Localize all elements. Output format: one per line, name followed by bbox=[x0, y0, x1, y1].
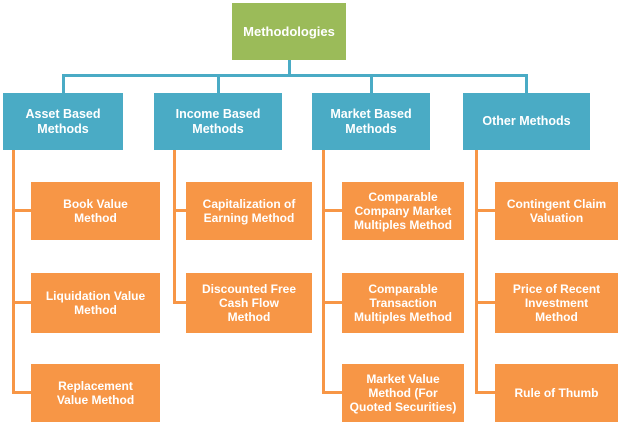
node-label: Discounted Free Cash Flow Method bbox=[201, 282, 297, 324]
connector-other-stub-2 bbox=[475, 301, 495, 304]
node-label: Market Based Methods bbox=[330, 107, 412, 136]
connector-market-stub-2 bbox=[322, 301, 342, 304]
node-replacement-value-method: Replacement Value Method bbox=[31, 364, 160, 422]
connector-asset-stub-1 bbox=[12, 209, 31, 212]
connector-drop-market bbox=[370, 74, 373, 93]
connector-market-stub-3 bbox=[322, 391, 342, 394]
connector-income-stub-2 bbox=[173, 301, 186, 304]
node-price-of-recent-investment-method: Price of Recent Investment Method bbox=[495, 273, 618, 333]
node-market-based-methods: Market Based Methods bbox=[312, 93, 430, 150]
node-income-based-methods: Income Based Methods bbox=[154, 93, 282, 150]
node-label: Liquidation Value Method bbox=[45, 289, 146, 317]
connector-other-spine bbox=[475, 150, 478, 393]
node-market-value-method-quoted-securities: Market Value Method (For Quoted Securiti… bbox=[342, 364, 464, 422]
node-rule-of-thumb: Rule of Thumb bbox=[495, 364, 618, 422]
node-contingent-claim-valuation: Contingent Claim Valuation bbox=[495, 182, 618, 240]
node-label: Market Value Method (For Quoted Securiti… bbox=[349, 372, 457, 414]
node-label: Capitalization of Earning Method bbox=[202, 197, 296, 225]
connector-income-stub-1 bbox=[173, 209, 186, 212]
node-liquidation-value-method: Liquidation Value Method bbox=[31, 273, 160, 333]
node-other-methods: Other Methods bbox=[463, 93, 590, 150]
node-capitalization-of-earning-method: Capitalization of Earning Method bbox=[186, 182, 312, 240]
connector-branch-bus bbox=[62, 74, 528, 77]
node-label: Rule of Thumb bbox=[514, 386, 599, 400]
node-label: Asset Based Methods bbox=[25, 107, 101, 136]
node-label: Methodologies bbox=[243, 24, 335, 39]
connector-drop-asset bbox=[62, 74, 65, 93]
connector-other-stub-3 bbox=[475, 391, 495, 394]
connector-asset-spine bbox=[12, 150, 15, 393]
node-label: Contingent Claim Valuation bbox=[506, 197, 607, 225]
node-label: Income Based Methods bbox=[175, 107, 261, 136]
connector-drop-other bbox=[525, 74, 528, 93]
node-label: Book Value Method bbox=[63, 197, 128, 225]
node-root-methodologies: Methodologies bbox=[232, 3, 346, 60]
connector-asset-stub-2 bbox=[12, 301, 31, 304]
connector-income-spine bbox=[173, 150, 176, 303]
node-asset-based-methods: Asset Based Methods bbox=[3, 93, 123, 150]
connector-other-stub-1 bbox=[475, 209, 495, 212]
node-comparable-transaction-multiples-method: Comparable Transaction Multiples Method bbox=[342, 273, 464, 333]
connector-root-stem bbox=[288, 60, 291, 76]
node-comparable-company-market-multiples-method: Comparable Company Market Multiples Meth… bbox=[342, 182, 464, 240]
connector-asset-stub-3 bbox=[12, 391, 31, 394]
node-label: Comparable Company Market Multiples Meth… bbox=[354, 190, 452, 232]
node-label: Replacement Value Method bbox=[56, 379, 135, 407]
connector-market-spine bbox=[322, 150, 325, 393]
node-label: Other Methods bbox=[482, 114, 571, 129]
node-label: Price of Recent Investment Method bbox=[512, 282, 601, 324]
node-discounted-free-cash-flow-method: Discounted Free Cash Flow Method bbox=[186, 273, 312, 333]
connector-market-stub-1 bbox=[322, 209, 342, 212]
node-book-value-method: Book Value Method bbox=[31, 182, 160, 240]
node-label: Comparable Transaction Multiples Method bbox=[354, 282, 452, 324]
connector-drop-income bbox=[217, 74, 220, 93]
